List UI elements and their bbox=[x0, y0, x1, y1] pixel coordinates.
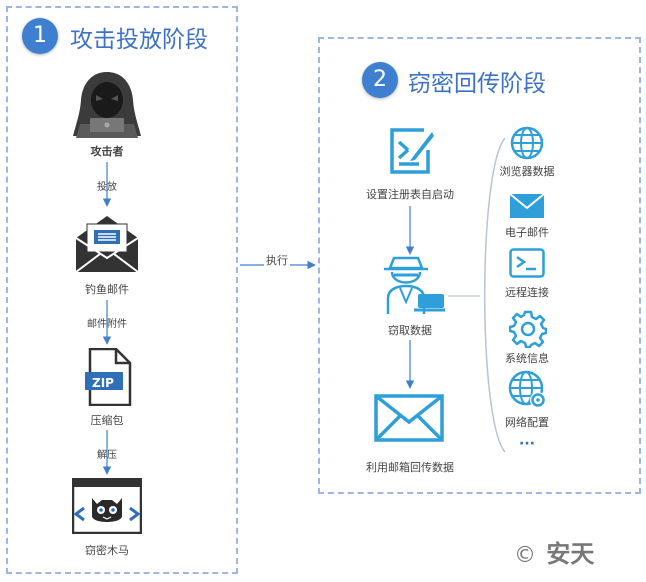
data-item-label: 电子邮件 bbox=[505, 226, 549, 239]
registry-autostart-label: 设置注册表自启动 bbox=[366, 188, 454, 201]
data-item-label: 网络配置 bbox=[505, 416, 549, 429]
unzip-arrow-label: 解压 bbox=[97, 450, 117, 461]
zip-label: 压缩包 bbox=[90, 414, 124, 427]
exfil-mail-icon bbox=[374, 394, 444, 442]
stage-2-title: 窃密回传阶段 bbox=[408, 71, 546, 97]
antiy-watermark: © 安天 bbox=[514, 534, 594, 569]
data-item-label: 远程连接 bbox=[505, 286, 549, 299]
copyright-symbol: © bbox=[514, 543, 536, 568]
trojan-code-window-icon bbox=[72, 478, 142, 534]
attacker-label: 攻击者 bbox=[90, 145, 124, 158]
more-items-ellipsis: ··· bbox=[519, 436, 535, 452]
terminal-icon bbox=[509, 248, 545, 278]
attachment-arrow-label: 邮件附件 bbox=[87, 319, 127, 330]
attack-stage-panel bbox=[6, 6, 238, 574]
deliver-arrow-label: 投放 bbox=[97, 182, 117, 193]
stage-2-number-badge: 2 bbox=[362, 62, 398, 98]
hacker-icon bbox=[73, 72, 141, 138]
exfil-stage-panel bbox=[318, 37, 641, 494]
edit-document-icon bbox=[390, 128, 434, 174]
globe-icon bbox=[510, 126, 544, 160]
phishing-email-label: 钓鱼邮件 bbox=[85, 283, 129, 296]
steal-data-label: 窃取数据 bbox=[388, 324, 432, 337]
mail-exfil-label: 利用邮箱回传数据 bbox=[366, 461, 454, 474]
network-globe-icon bbox=[508, 370, 546, 408]
gear-icon bbox=[509, 310, 547, 348]
spy-laptop-icon bbox=[384, 256, 445, 314]
zip-icon-text: ZIP bbox=[92, 376, 114, 390]
data-item-label: 浏览器数据 bbox=[499, 165, 555, 178]
execute-label: 执行 bbox=[264, 252, 290, 268]
zip-file-icon bbox=[85, 348, 132, 406]
data-list-bracket bbox=[484, 137, 506, 453]
antiy-logo-text: 安天 bbox=[546, 540, 595, 568]
data-item-label: 系统信息 bbox=[505, 352, 549, 365]
stage-1-title: 攻击投放阶段 bbox=[70, 27, 208, 53]
trojan-label: 窃密木马 bbox=[85, 544, 129, 557]
email-icon bbox=[509, 193, 545, 218]
stage-1-number-badge: 1 bbox=[22, 18, 58, 54]
phishing-email-icon bbox=[75, 216, 139, 273]
